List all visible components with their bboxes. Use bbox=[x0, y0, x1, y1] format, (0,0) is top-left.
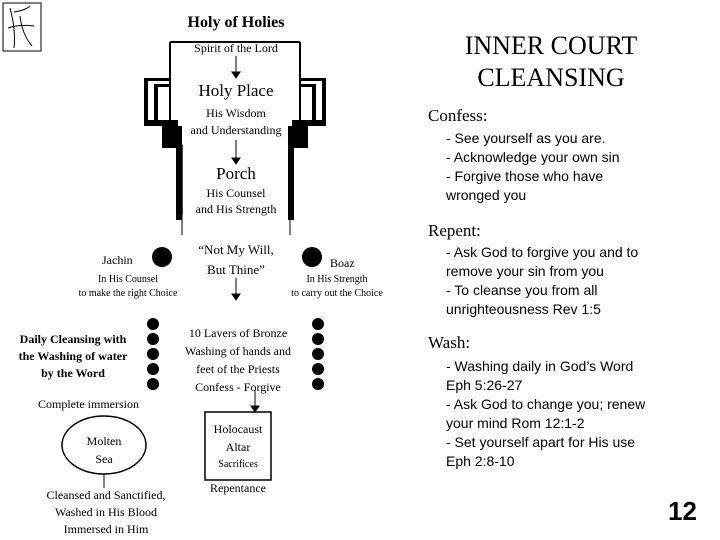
molten-sea-label: Molten Sea bbox=[66, 432, 142, 468]
lavers-left bbox=[147, 318, 159, 390]
confess-item: - See yourself as you are. bbox=[446, 130, 606, 146]
holy-place-label: Holy Place bbox=[198, 81, 274, 100]
boaz-label: Boaz bbox=[330, 256, 355, 270]
jachin-description: In His Counsel to make the right Choice bbox=[58, 273, 198, 301]
jachin-desc-line-1: In His Counsel bbox=[98, 274, 158, 285]
wash-heading: Wash: bbox=[428, 333, 471, 352]
holocaust-altar bbox=[204, 411, 272, 481]
repent-item: remove your sin from you bbox=[446, 263, 604, 279]
counsel-line-1: His Counsel bbox=[206, 186, 266, 200]
repent-item: - To cleanse you from all bbox=[446, 282, 598, 298]
counsel-line-2: and His Strength bbox=[195, 202, 277, 216]
pillar-boaz bbox=[302, 247, 322, 267]
spirit-label: Spirit of the Lord bbox=[194, 41, 278, 55]
holocaust-line-1: Holocaust bbox=[213, 422, 263, 436]
lavers-label: 10 Lavers of Bronze Washing of hands and… bbox=[166, 324, 310, 396]
slide-title: INNER COURT CLEANSING bbox=[420, 30, 682, 94]
boaz-desc-line-2: to carry out the Choice bbox=[291, 288, 383, 299]
boaz-desc-line-1: In His Strength bbox=[306, 274, 368, 285]
repent-heading: Repent: bbox=[428, 221, 481, 240]
wisdom-line-2: and Understanding bbox=[190, 123, 282, 137]
wisdom-label: His Wisdom and Understanding bbox=[176, 105, 296, 139]
quote-line-2: But Thine” bbox=[207, 262, 265, 277]
confess-heading: Confess: bbox=[428, 106, 488, 125]
cleansed-label: Cleansed and Sanctified, Washed in His B… bbox=[18, 487, 194, 538]
molten-line-2: Sea bbox=[95, 452, 113, 466]
repentance-label: Repentance bbox=[210, 481, 266, 495]
lavers-line-1: 10 Lavers of Bronze bbox=[188, 326, 288, 340]
immersion-label: Complete immersion bbox=[38, 397, 139, 411]
wash-list: - Washing daily in God’s Word Eph 5:26-2… bbox=[446, 357, 645, 471]
confess-item: - Acknowledge your own sin bbox=[446, 149, 620, 165]
logo bbox=[2, 2, 42, 52]
wash-item: - Washing daily in God’s Word bbox=[446, 358, 634, 374]
wash-item: - Ask God to change you; renew bbox=[446, 396, 646, 412]
repent-item: unrighteousness Rev 1:5 bbox=[446, 301, 601, 317]
molten-line-1: Molten bbox=[86, 434, 122, 448]
daily-line-3: by the Word bbox=[41, 366, 105, 380]
wash-item: your mind Rom 12:1-2 bbox=[446, 415, 585, 431]
cleansed-line-3: Immersed in Him bbox=[63, 522, 149, 536]
cleansed-line-1: Cleansed and Sanctified, bbox=[46, 488, 166, 502]
pillar-jachin bbox=[152, 247, 172, 267]
not-my-will-quote: “Not My Will, But Thine” bbox=[186, 240, 286, 280]
daily-line-1: Daily Cleansing with bbox=[19, 332, 127, 346]
jachin-desc-line-2: to make the right Choice bbox=[78, 288, 178, 299]
repent-item: - Ask God to forgive you and to bbox=[446, 244, 639, 260]
altar-label: Holocaust Altar Sacrifices bbox=[205, 420, 271, 474]
holocaust-line-2: Altar bbox=[225, 440, 251, 454]
page-number: 12 bbox=[668, 496, 697, 526]
holocaust-line-3: Sacrifices bbox=[218, 459, 258, 470]
lavers-line-3: feet of the Priests bbox=[196, 362, 280, 376]
porch-label: Porch bbox=[216, 164, 256, 183]
wash-item: Eph 5:26-27 bbox=[446, 377, 523, 393]
confess-list: - See yourself as you are. - Acknowledge… bbox=[446, 129, 620, 205]
wisdom-line-1: His Wisdom bbox=[206, 106, 266, 120]
repent-list: - Ask God to forgive you and to remove y… bbox=[446, 243, 638, 319]
title-line-2: CLEANSING bbox=[477, 63, 625, 92]
wash-item: Eph 2:8-10 bbox=[446, 453, 515, 469]
left-side-chambers bbox=[144, 78, 182, 220]
daily-cleansing-label: Daily Cleansing with the Washing of wate… bbox=[4, 331, 142, 382]
lavers-line-2: Washing of hands and bbox=[184, 344, 291, 358]
confess-item: - Forgive those who have bbox=[446, 168, 604, 184]
right-side-chambers bbox=[288, 78, 326, 220]
quote-line-1: “Not My Will, bbox=[198, 242, 274, 257]
jachin-label: Jachin bbox=[102, 253, 133, 267]
holy-of-holies-label: Holy of Holies bbox=[187, 14, 285, 31]
lavers-line-4: Confess - Forgive bbox=[195, 380, 281, 394]
boaz-description: In His Strength to carry out the Choice bbox=[270, 273, 404, 301]
wash-item: - Set yourself apart for His use bbox=[446, 434, 636, 450]
daily-line-2: the Washing of water bbox=[18, 349, 128, 363]
cleansed-line-2: Washed in His Blood bbox=[54, 505, 158, 519]
confess-item: wronged you bbox=[446, 187, 527, 203]
lavers-right bbox=[312, 318, 324, 390]
counsel-label: His Counsel and His Strength bbox=[182, 185, 290, 217]
title-line-1: INNER COURT bbox=[464, 31, 638, 60]
